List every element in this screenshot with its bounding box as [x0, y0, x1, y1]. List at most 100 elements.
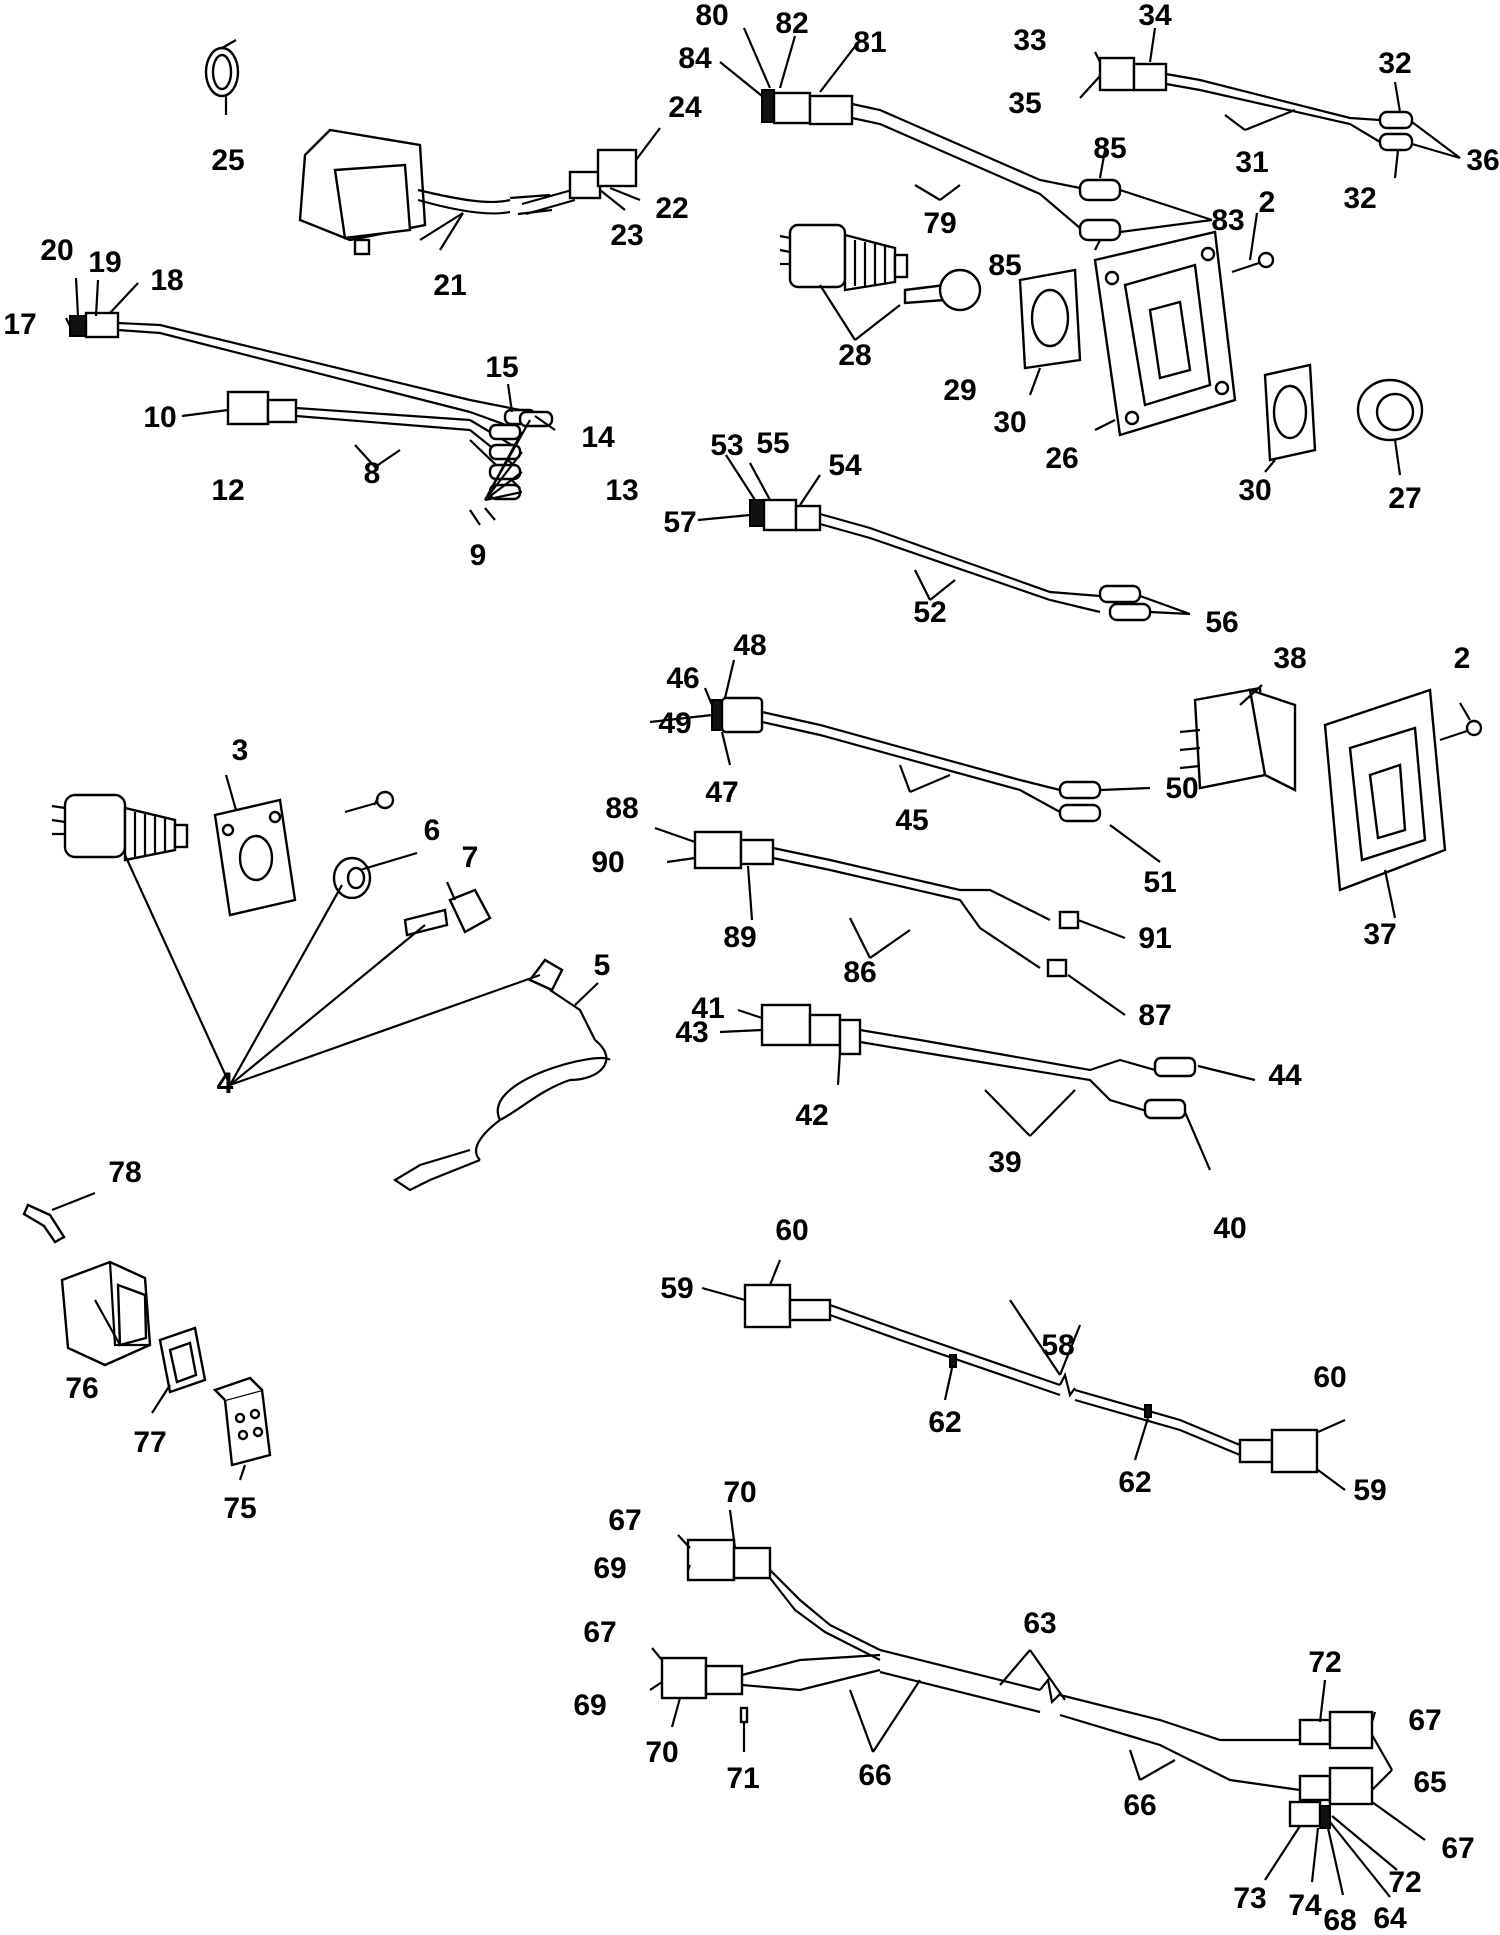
- part-8-harness: [69, 311, 554, 501]
- callout-72: 72: [1388, 1866, 1421, 1899]
- callout-14: 14: [581, 421, 615, 454]
- callout-32: 32: [1378, 47, 1411, 80]
- part-6-washer: [332, 856, 372, 900]
- callout-43: 43: [675, 1016, 708, 1049]
- callout-82: 82: [775, 7, 808, 40]
- callout-90: 90: [591, 846, 624, 879]
- callout-56: 56: [1205, 606, 1238, 639]
- callout-26: 26: [1045, 442, 1078, 475]
- callout-20: 20: [40, 234, 73, 267]
- callout-13: 13: [605, 474, 638, 507]
- callout-53: 53: [710, 429, 743, 462]
- part-39-harness: [760, 1003, 1197, 1120]
- part-25-clamp: [204, 39, 240, 98]
- part-2-screw-c: [344, 790, 395, 814]
- callout-51: 51: [1143, 866, 1176, 899]
- callout-24: 24: [668, 91, 702, 124]
- callout-67: 67: [1408, 1704, 1441, 1737]
- callout-85: 85: [988, 249, 1021, 282]
- callout-64: 64: [1373, 1902, 1407, 1935]
- callout-78: 78: [108, 1156, 141, 1189]
- callout-4: 4: [217, 1067, 234, 1100]
- part-30-gasket-b: [1263, 363, 1317, 462]
- part-2-screw-a: [1231, 251, 1275, 274]
- callout-29: 29: [943, 374, 976, 407]
- callout-66: 66: [1123, 1789, 1156, 1822]
- part-5-lanyard: [392, 958, 611, 1192]
- callout-45: 45: [895, 804, 928, 837]
- callout-47: 47: [705, 776, 738, 809]
- part-58-extension-harness: [743, 1283, 1319, 1474]
- callout-46: 46: [666, 662, 699, 695]
- callout-5: 5: [594, 949, 611, 982]
- callout-58: 58: [1041, 1329, 1074, 1362]
- callout-63: 63: [1023, 1607, 1056, 1640]
- part-7-key: [403, 888, 492, 937]
- callout-69: 69: [573, 1689, 606, 1722]
- callout-2: 2: [1454, 642, 1471, 675]
- callout-40: 40: [1213, 1212, 1246, 1245]
- callout-67: 67: [1441, 1832, 1474, 1865]
- part-76-connector-housing: [60, 1260, 152, 1367]
- callout-17: 17: [3, 308, 36, 341]
- callout-32: 32: [1343, 182, 1376, 215]
- callout-62: 62: [928, 1406, 961, 1439]
- callout-81: 81: [853, 26, 886, 59]
- callout-25: 25: [211, 144, 244, 177]
- callout-88: 88: [605, 792, 638, 825]
- callout-67: 67: [608, 1504, 641, 1537]
- callout-67: 67: [583, 1616, 616, 1649]
- part-37-panel: [1323, 688, 1447, 892]
- part-78-terminal: [22, 1203, 66, 1244]
- callout-19: 19: [88, 246, 121, 279]
- part-30-gasket-a: [1018, 268, 1082, 370]
- part-21-switch-assembly: [298, 128, 638, 256]
- callout-42: 42: [795, 1099, 828, 1132]
- callout-23: 23: [610, 219, 643, 252]
- callout-38: 38: [1273, 642, 1306, 675]
- callout-83: 83: [1211, 204, 1244, 237]
- callout-41: 41: [691, 992, 724, 1025]
- callout-70: 70: [723, 1476, 756, 1509]
- callout-48: 48: [733, 629, 766, 662]
- callout-44: 44: [1268, 1059, 1302, 1092]
- callout-80: 80: [695, 0, 728, 32]
- callout-21: 21: [433, 269, 466, 302]
- callout-8: 8: [364, 457, 381, 490]
- callout-75: 75: [223, 1492, 256, 1525]
- callout-66: 66: [858, 1759, 891, 1792]
- callout-39: 39: [988, 1146, 1021, 1179]
- part-52-harness: [749, 498, 1152, 622]
- callout-18: 18: [150, 264, 183, 297]
- callout-34: 34: [1138, 0, 1172, 32]
- callout-68: 68: [1323, 1904, 1356, 1935]
- part-4-kill-switch: [51, 793, 189, 862]
- part-38-rocker-switch: [1179, 686, 1297, 792]
- callout-74: 74: [1288, 1889, 1322, 1922]
- callout-10: 10: [143, 401, 176, 434]
- part-45-harness: [711, 696, 1102, 823]
- callout-28: 28: [838, 339, 871, 372]
- callout-65: 65: [1413, 1766, 1446, 1799]
- callout-50: 50: [1165, 772, 1198, 805]
- part-26-panel: [1093, 230, 1237, 437]
- callout-79: 79: [923, 207, 956, 240]
- callout-52: 52: [913, 596, 946, 629]
- callout-71: 71: [726, 1762, 759, 1795]
- callout-59: 59: [1353, 1474, 1386, 1507]
- callout-69: 69: [593, 1552, 626, 1585]
- part-31-harness: [1098, 56, 1414, 152]
- callout-labels: 2 2 3 4 5 6 7 8 9 10 12 13 14 15 17 18 1…: [3, 0, 1499, 1935]
- callout-72: 72: [1308, 1646, 1341, 1679]
- callout-7: 7: [462, 841, 479, 874]
- callout-89: 89: [723, 921, 756, 954]
- callout-37: 37: [1363, 918, 1396, 951]
- callout-35: 35: [1008, 87, 1041, 120]
- callout-77: 77: [133, 1426, 166, 1459]
- callout-2: 2: [1259, 186, 1276, 219]
- callout-84: 84: [678, 42, 712, 75]
- callout-86: 86: [843, 956, 876, 989]
- callout-3: 3: [232, 734, 249, 767]
- callout-55: 55: [756, 427, 789, 460]
